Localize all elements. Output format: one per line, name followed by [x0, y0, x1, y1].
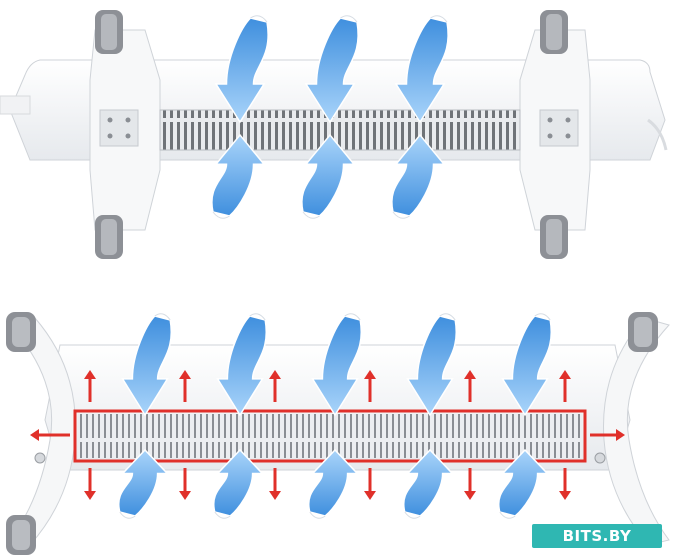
airflow-arrow-icon: [211, 133, 266, 219]
watermark: BITS.BY: [532, 524, 662, 548]
wheel-icon: [6, 312, 36, 352]
heat-arrow-icon: [464, 370, 476, 402]
heat-arrow-icon: [269, 370, 281, 402]
heat-arrow-icon: [559, 370, 571, 402]
airflow-arrow-icon: [406, 313, 457, 417]
airflow-arrow-icon: [214, 15, 269, 124]
heat-arrow-icon: [179, 370, 191, 402]
airflow-arrow-icon: [307, 448, 360, 519]
heat-arrow-icon: [364, 370, 376, 402]
wheel-icon: [95, 10, 123, 54]
heater-grille: [159, 109, 521, 151]
heat-arrow-icon: [84, 370, 96, 402]
airflow-arrow-icon: [301, 133, 356, 219]
side-panel: [0, 95, 31, 115]
airflow-arrow-icon: [212, 448, 265, 519]
wheel-icon: [95, 215, 123, 259]
heater-grille-front: [78, 414, 582, 458]
wheel-icon: [540, 215, 568, 259]
airflow-arrow-icon: [497, 448, 550, 519]
heat-arrow-icon: [590, 429, 625, 441]
wheel-icon: [540, 10, 568, 54]
power-cord: [647, 118, 668, 151]
leg-left: [89, 29, 161, 231]
airflow-arrow-icon: [117, 448, 170, 519]
heat-arrow-icon: [179, 468, 191, 500]
heat-arrow-icon: [364, 468, 376, 500]
airflow-arrow-icon: [402, 448, 455, 519]
heat-arrow-icon: [30, 429, 70, 441]
wheel-icon: [6, 515, 36, 555]
airflow-arrow-icon: [391, 133, 446, 219]
airflow-arrow-icon: [121, 313, 172, 417]
airflow-arrow-icon: [304, 15, 359, 124]
heat-arrow-icon: [269, 468, 281, 500]
wheel-icon: [628, 312, 658, 352]
leg-right: [519, 29, 591, 231]
airflow-arrow-icon: [394, 15, 449, 124]
airflow-arrow-icon: [311, 313, 362, 417]
heat-arrow-icon: [84, 468, 96, 500]
airflow-arrow-icon: [216, 313, 267, 417]
airflow-arrow-icon: [501, 313, 552, 417]
heat-flow-layer: [30, 370, 625, 500]
heat-arrow-icon: [464, 468, 476, 500]
airflow-layer: [117, 15, 552, 519]
heat-arrow-icon: [559, 468, 571, 500]
